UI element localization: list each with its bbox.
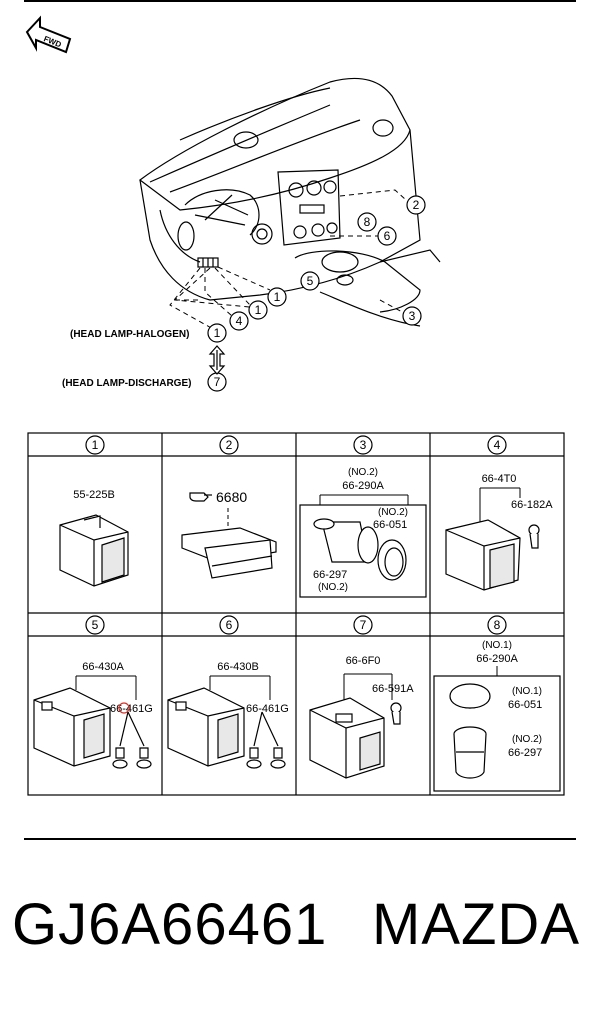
highlight-mark [118, 702, 130, 714]
halogen-label: (HEAD LAMP-HALOGEN) [70, 329, 189, 340]
callout-markers: 2 8 6 5 3 1 1 4 1 7 [207, 195, 426, 392]
svg-text:1: 1 [274, 290, 281, 304]
svg-text:7: 7 [360, 618, 367, 632]
svg-text:2: 2 [226, 438, 233, 452]
pointing-hand-icon [189, 492, 212, 502]
svg-text:6: 6 [226, 618, 233, 632]
part-66-430A: 66-430A [82, 661, 124, 673]
part-66-297-a: 66-297 [313, 569, 347, 581]
note-no1-b: (NO.1) [512, 686, 542, 697]
cell-6: 66-430B 66-461G [167, 661, 289, 769]
table-header-numbers: 1 2 3 4 5 6 7 8 [85, 435, 507, 635]
switch-assembly-image [167, 687, 286, 769]
brand-caption: MAZDA [372, 892, 580, 957]
leader-lines [169, 189, 407, 331]
part-66-051-b: 66-051 [508, 699, 542, 711]
note-no2-c: (NO.2) [318, 582, 348, 593]
svg-text:5: 5 [307, 274, 314, 288]
svg-text:8: 8 [364, 215, 371, 229]
part-66-4T0: 66-4T0 [482, 473, 517, 485]
note-no2-d: (NO.2) [512, 734, 542, 745]
socket-part-image [313, 518, 407, 581]
cell-2: 6680 [181, 489, 277, 579]
part-66-051-a: 66-051 [373, 519, 407, 531]
header-5: 5 [85, 615, 105, 635]
ref-6680: 6680 [216, 489, 247, 505]
callout-5: 5 [300, 271, 320, 291]
callout-1c: 1 [207, 323, 227, 343]
discharge-label: (HEAD LAMP-DISCHARGE) [62, 378, 191, 389]
socket-part-image [449, 683, 491, 779]
callout-1a: 1 [267, 287, 287, 307]
note-no2-b: (NO.2) [378, 507, 408, 518]
part-66-591A: 66-591A [372, 683, 414, 695]
part-66-461G-highlight: 66-461G [110, 703, 153, 715]
header-2: 2 [219, 435, 239, 455]
header-8: 8 [487, 615, 507, 635]
callout-2: 2 [406, 195, 426, 215]
part-66-290A-b: 66-290A [476, 653, 518, 665]
switch-assembly-image [33, 687, 152, 769]
callout-3: 3 [402, 306, 422, 326]
double-arrow-icon [208, 345, 226, 375]
note-no2-a: (NO.2) [348, 467, 378, 478]
cell-5: 66-430A 66-461G [33, 661, 153, 769]
part-55-225B: 55-225B [73, 489, 115, 501]
part-number-caption: GJ6A66461 [12, 892, 328, 957]
svg-text:6: 6 [384, 229, 391, 243]
switch-part-image [59, 514, 129, 587]
callout-8: 8 [357, 212, 377, 232]
fwd-arrow-icon: FWD [25, 15, 72, 54]
svg-text:5: 5 [92, 618, 99, 632]
part-66-6F0: 66-6F0 [346, 655, 381, 667]
cell-8: (NO.1) 66-290A (NO.1) 66-051 (NO.2) 66-2… [449, 640, 542, 779]
switch-part-image [309, 697, 402, 779]
cell-3: (NO.2) 66-290A (NO.2) 66-051 66-297 (NO.… [313, 467, 409, 593]
part-66-290A-a: 66-290A [342, 480, 384, 492]
parts-table [27, 432, 565, 796]
bracket-part-image [181, 527, 277, 579]
header-1: 1 [85, 435, 105, 455]
cell-1: 55-225B [59, 489, 129, 587]
callout-4: 4 [229, 311, 249, 331]
part-66-297-b: 66-297 [508, 747, 542, 759]
part-66-461G: 66-461G [246, 703, 289, 715]
svg-text:1: 1 [255, 303, 262, 317]
svg-text:4: 4 [494, 438, 501, 452]
svg-text:4: 4 [236, 314, 243, 328]
note-no1-a: (NO.1) [482, 640, 512, 651]
svg-text:3: 3 [409, 309, 416, 323]
svg-text:1: 1 [92, 438, 99, 452]
part-66-182A: 66-182A [511, 499, 553, 511]
svg-text:8: 8 [494, 618, 501, 632]
callout-1b: 1 [248, 300, 268, 320]
cell-4: 66-4T0 66-182A [445, 473, 553, 591]
svg-text:2: 2 [413, 198, 420, 212]
bottom-rule [24, 838, 576, 840]
svg-text:1: 1 [214, 326, 221, 340]
part-66-430B: 66-430B [217, 661, 259, 673]
header-6: 6 [219, 615, 239, 635]
switch-part-image [445, 519, 540, 591]
svg-text:3: 3 [360, 438, 367, 452]
header-3: 3 [353, 435, 373, 455]
dashboard-illustration [138, 77, 441, 327]
header-7: 7 [353, 615, 373, 635]
callout-6: 6 [377, 226, 397, 246]
cell-7: 66-6F0 66-591A [309, 655, 414, 779]
top-rule [24, 0, 576, 2]
callout-7: 7 [207, 372, 227, 392]
svg-text:7: 7 [214, 375, 221, 389]
header-4: 4 [487, 435, 507, 455]
